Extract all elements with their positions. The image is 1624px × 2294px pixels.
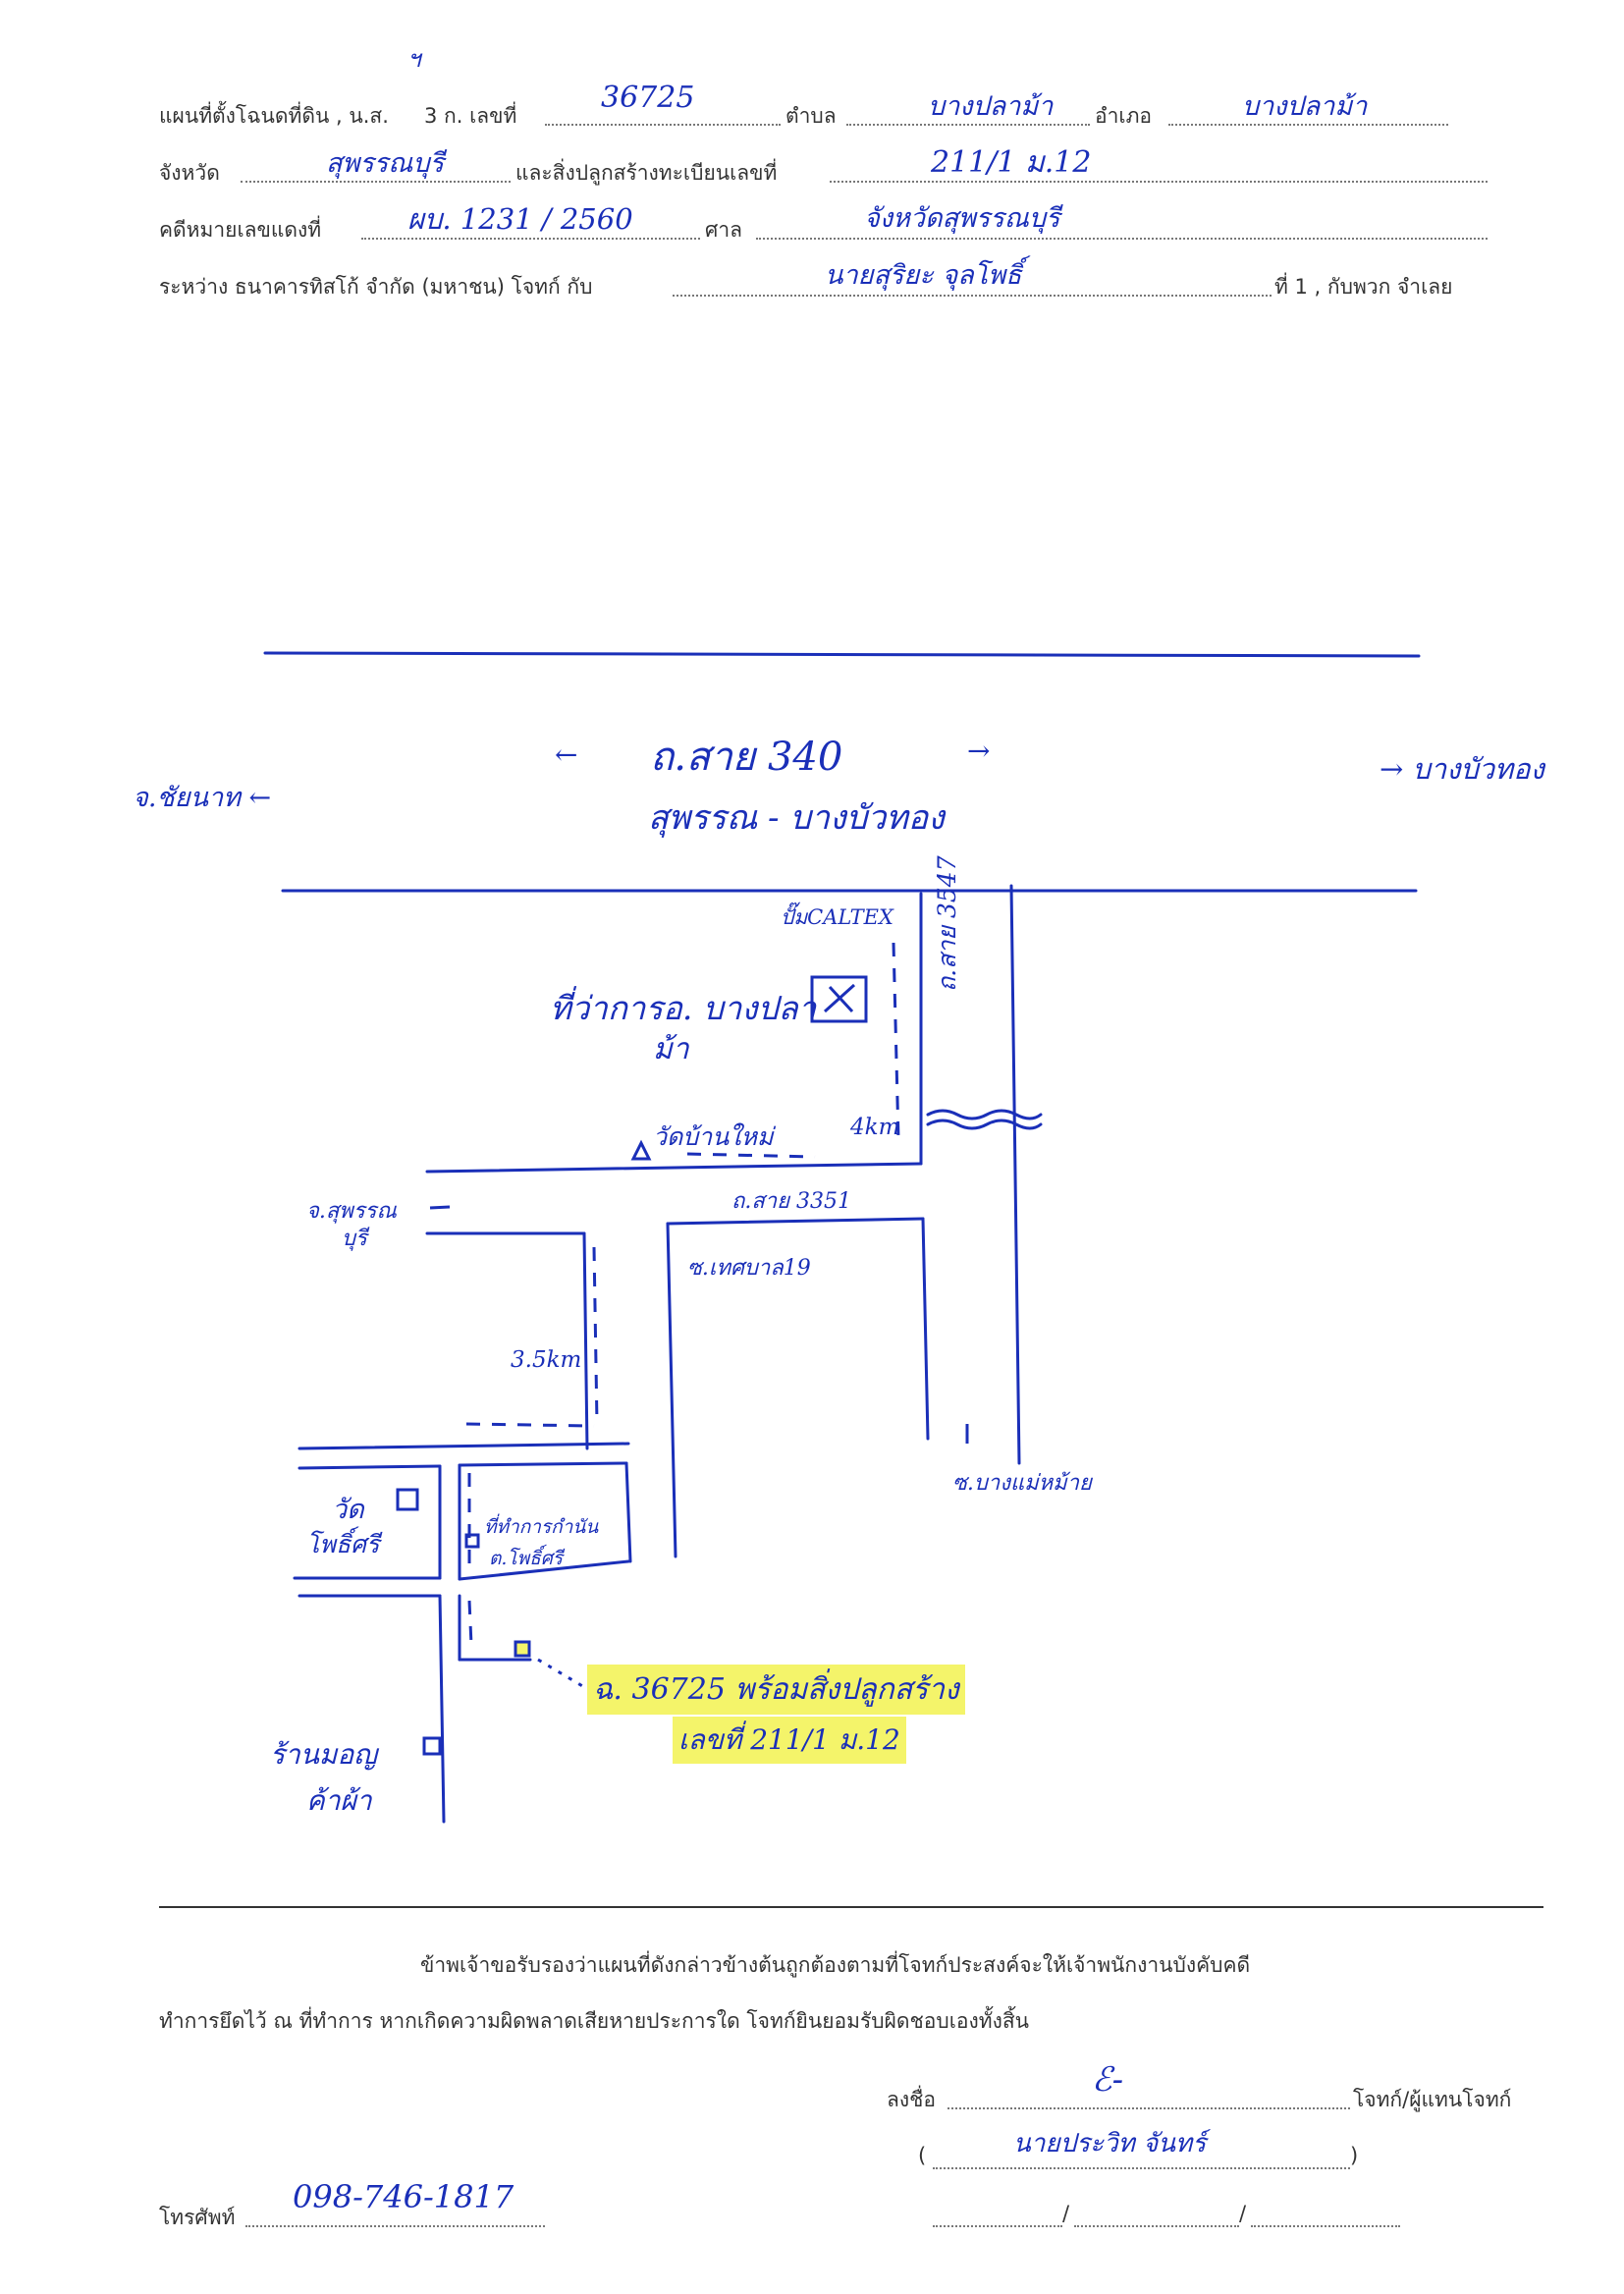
arrow-left-icon: ← <box>555 738 578 771</box>
to-suphan-label-2: บุรี <box>342 1227 367 1251</box>
signature: ℰ‐ <box>1092 2060 1124 2100</box>
phone-label: โทรศัพท์ <box>159 2206 236 2229</box>
office-kamnan-label: ที่ทำการกำนัน <box>484 1516 599 1538</box>
soi-bangmae-label: ซ.บางแม่หม้าย <box>952 1471 1092 1496</box>
district-office-label-2: ม้า <box>653 1032 689 1066</box>
label-deed-title: แผนที่ตั้งโฉนดที่ดิน , น.ส. <box>159 104 389 128</box>
label-defendant-suffix: ที่ 1 , กับพวก จำเลย <box>1274 275 1453 299</box>
certification-line-2: ทำการยึดไว้ ณ ที่ทำการ หากเกิดความผิดพลา… <box>159 2009 1030 2033</box>
close-paren: ) <box>1350 2144 1359 2167</box>
date-slash-2: / <box>1239 2202 1247 2225</box>
date-slash-1: / <box>1062 2202 1070 2225</box>
office-kamnan-label-2: ต.โพธิ์ศรี <box>489 1548 563 1569</box>
case-number: ผบ. 1231 / 2560 <box>407 202 633 236</box>
deed-number: 36725 <box>601 81 695 115</box>
wat-phothi-label-2: โพธิ์ศรี <box>306 1530 380 1558</box>
target-building-label: เลขที่ 211/1 ม.12 <box>673 1717 906 1764</box>
soi-thetsaban-label: ซ.เทศบาล19 <box>687 1256 811 1281</box>
sign-role: โจทก์/ผู้แทนโจทก์ <box>1353 2088 1512 2111</box>
label-tambon: ตำบล <box>785 104 837 128</box>
road-340-sub: สุพรรณ - บางบัวทอง <box>648 798 945 838</box>
signer-name: นายประวิท จันทร์ <box>1013 2129 1207 2158</box>
wat-phothi-label: วัด <box>332 1495 364 1525</box>
dir-bangbuathong: → บางบัวทอง <box>1380 752 1544 786</box>
shop-label-2: ค้าผ้า <box>306 1784 372 1817</box>
court-value: จังหวัดสุพรรณบุรี <box>864 203 1060 234</box>
to-suphan-label: จ.สุพรรณ <box>306 1199 397 1224</box>
dir-chainat: จ.ชัยนาท ← <box>133 783 272 813</box>
tambon-value: บางปลาม้า <box>928 91 1054 122</box>
defendant-name: นายสุริยะ จุลโพธิ์ <box>825 260 1022 291</box>
road-3547-label: ถ.สาย 3547 <box>933 855 961 992</box>
label-parties: ระหว่าง ธนาคารทิสโก้ จำกัด (มหาชน) โจทก์… <box>159 275 593 299</box>
target-property-label: ฉ. 36725 พร้อมสิ่งปลูกสร้าง <box>587 1665 965 1715</box>
building-number: 211/1 ม.12 <box>931 145 1092 180</box>
amphoe-value: บางปลาม้า <box>1242 91 1368 122</box>
label-court: ศาล <box>705 218 742 242</box>
label-building-reg: และสิ่งปลูกสร้างทะเบียนเลขที่ <box>515 161 778 185</box>
label-province: จังหวัด <box>159 161 220 185</box>
certification-line-1: ข้าพเจ้าขอรับรองว่าแผนที่ดังกล่าวข้างต้น… <box>420 1953 1251 1977</box>
distance-35km: 3.5km <box>511 1347 582 1373</box>
wat-banmai-label: วัดบ้านใหม่ <box>653 1122 774 1151</box>
label-deed-no: 3 ก. เลขที่ <box>424 104 517 128</box>
sign-label: ลงชื่อ <box>887 2088 936 2111</box>
road-340-label: ถ.สาย 340 <box>650 735 843 780</box>
footer-divider <box>159 1906 1543 1908</box>
arrow-right-icon: → <box>967 735 991 767</box>
open-paren: ( <box>918 2144 927 2167</box>
province-value: สุพรรณบุรี <box>326 148 444 179</box>
distance-4km: 4km <box>850 1115 900 1140</box>
label-case-no: คดีหมายเลขแดงที่ <box>159 218 322 242</box>
road-3351-label: ถ.สาย 3351 <box>731 1189 851 1214</box>
gas-station-label: ปั๊มCALTEX <box>781 905 893 929</box>
label-amphoe: อำเภอ <box>1095 104 1153 128</box>
initials-mark: ฯ <box>407 45 421 73</box>
phone-number: 098-746-1817 <box>293 2178 514 2215</box>
district-office-label: ที่ว่าการอ. บางปลา <box>550 989 817 1027</box>
shop-label: ร้านมอญ <box>270 1738 378 1771</box>
